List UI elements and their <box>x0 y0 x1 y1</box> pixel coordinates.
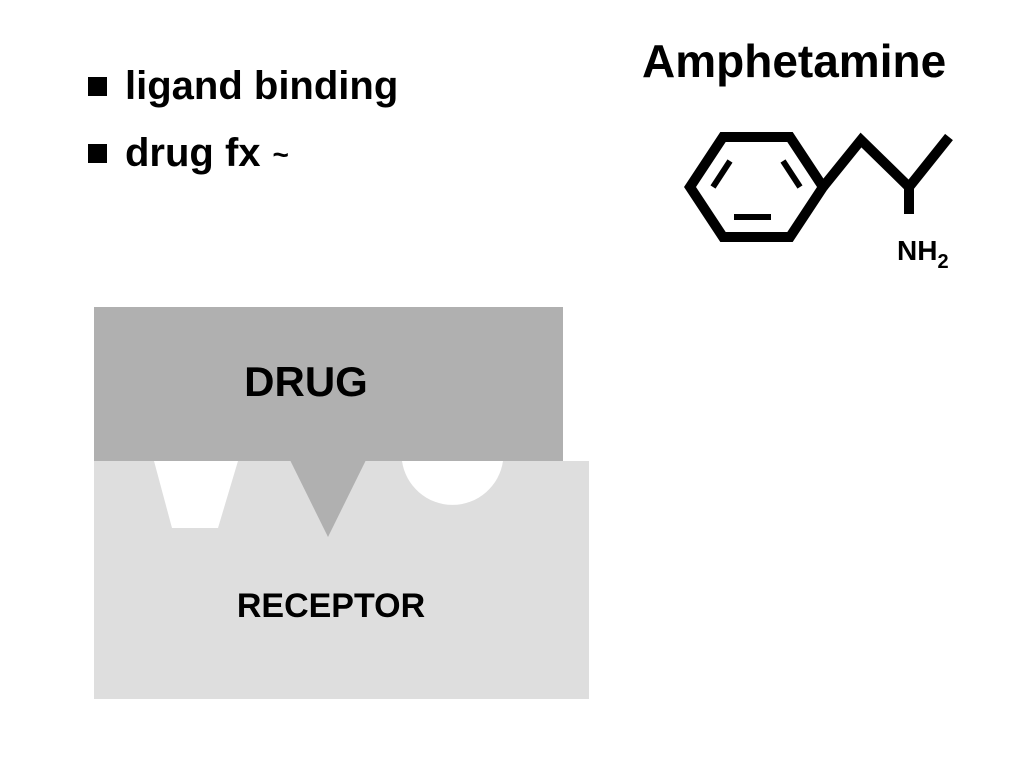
tilde-symbol: ~ <box>272 139 289 170</box>
amine-label-subscript: 2 <box>937 251 948 273</box>
drug-block <box>94 307 563 461</box>
square-bullet-icon <box>88 76 107 96</box>
bullet-list: ligand binding drug fx ~ <box>88 58 398 192</box>
square-bullet-icon <box>88 143 107 163</box>
drug-wedge-protrusion <box>290 460 366 537</box>
amine-label-main: NH <box>897 235 937 266</box>
binding-diagram: DRUG RECEPTOR <box>94 307 589 699</box>
double-bond-left <box>710 159 733 189</box>
receptor-trapezoid-cavity <box>154 461 238 528</box>
amphetamine-structure <box>684 132 953 242</box>
amine-label: NH2 <box>897 235 949 273</box>
bullet-item-ligand-binding: ligand binding <box>88 58 398 114</box>
drug-label: DRUG <box>244 358 368 405</box>
receptor-label: RECEPTOR <box>237 587 425 625</box>
receptor-round-cavity <box>402 461 503 505</box>
side-chain <box>819 132 953 195</box>
bullet-item-drug-fx: drug fx ~ <box>88 125 398 181</box>
double-bond-right <box>780 159 803 189</box>
bullet-text: drug fx <box>125 131 261 175</box>
molecule-title: Amphetamine <box>642 35 947 87</box>
benzene-ring <box>684 132 829 242</box>
bullet-text: ligand binding <box>125 64 399 108</box>
